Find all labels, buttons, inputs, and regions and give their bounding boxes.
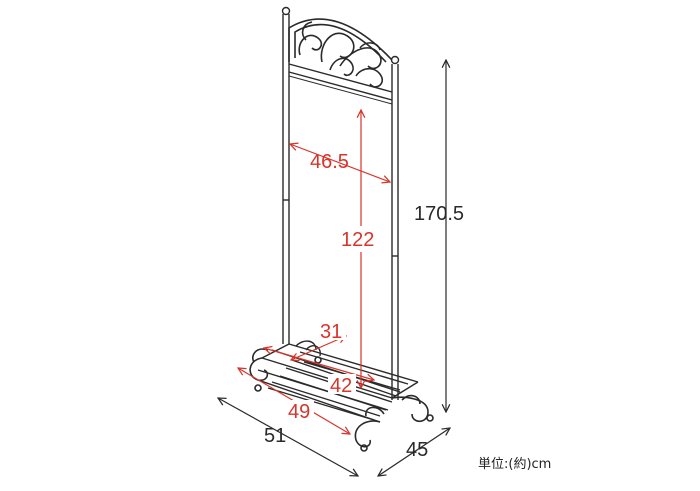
dimension-frame-height: 122 — [338, 110, 384, 388]
dimension-total-height: 170.5 — [414, 60, 464, 412]
left-post — [282, 14, 290, 344]
dimension-base-depth: 45 — [378, 428, 450, 476]
dimension-shelf-outer-width: 49 — [238, 368, 350, 434]
unit-label: 単位:(約)cm — [478, 456, 551, 472]
dimension-shelf-inner-width: 42 — [264, 348, 374, 397]
crest-ornament — [288, 18, 393, 88]
top-rail — [288, 63, 393, 101]
label-shelf-inner-width: 42 — [330, 375, 352, 397]
label-frame-width: 46.5 — [310, 151, 349, 173]
dimension-shelf-depth: 31 — [291, 320, 346, 360]
right-post — [391, 64, 399, 400]
right-finial — [390, 55, 400, 65]
label-frame-height: 122 — [341, 229, 374, 251]
label-shelf-depth: 31 — [320, 321, 342, 343]
dimension-frame-width: 46.5 — [290, 144, 390, 182]
label-base-width: 51 — [264, 425, 286, 447]
label-shelf-outer-width: 49 — [288, 401, 310, 423]
label-total-height: 170.5 — [414, 203, 464, 225]
top-rail-lower — [288, 75, 393, 105]
label-base-depth: 45 — [406, 439, 428, 461]
left-finial — [281, 6, 291, 16]
